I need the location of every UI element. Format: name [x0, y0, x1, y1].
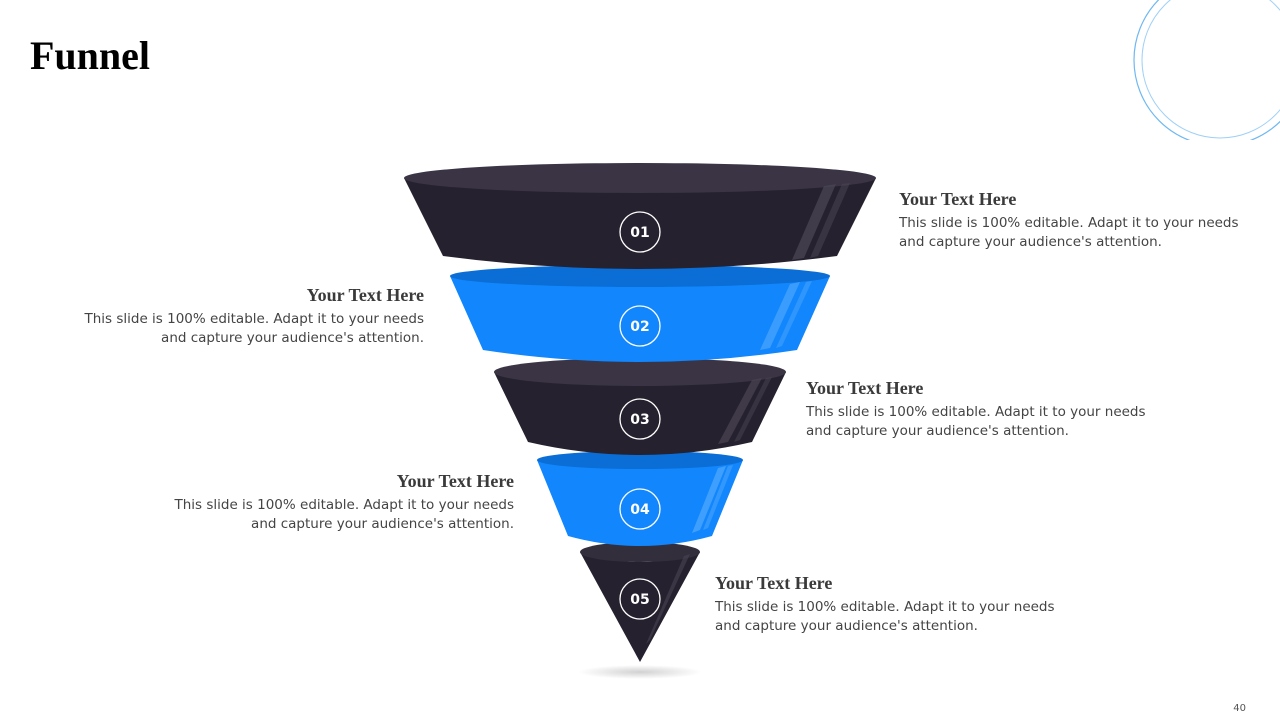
funnel-shadow: [578, 665, 702, 679]
stage-3-heading: Your Text Here: [806, 378, 924, 398]
slide-title: Funnel: [30, 33, 151, 78]
stage-4-number: 04: [630, 502, 650, 518]
stage-1-number: 01: [630, 225, 649, 241]
stage-1-badge: 01: [619, 211, 661, 253]
stage-4-heading: Your Text Here: [396, 471, 514, 491]
stage-4-body: This slide is 100% editable. Adapt it to…: [174, 497, 514, 532]
funnel-stage-3: [494, 358, 786, 455]
stage-5-badge: 05: [619, 578, 661, 620]
stage-4-badge: 04: [619, 488, 661, 530]
funnel-stage-1: [404, 163, 876, 269]
stage-5-number: 05: [630, 592, 649, 608]
stage-2-number: 02: [630, 319, 649, 335]
stage-1-heading: Your Text Here: [899, 189, 1017, 209]
stage-2-body: This slide is 100% editable. Adapt it to…: [84, 311, 424, 346]
stage-5-heading: Your Text Here: [715, 573, 833, 593]
stage-3-callout: Your Text Here This slide is 100% editab…: [806, 377, 1166, 441]
stage-3-number: 03: [630, 412, 649, 428]
funnel-stage-2: [450, 265, 830, 362]
stage-2-heading: Your Text Here: [306, 285, 424, 305]
stage-3-badge: 03: [619, 398, 661, 440]
stage-4-callout: Your Text Here This slide is 100% editab…: [154, 470, 514, 534]
stage-5-body: This slide is 100% editable. Adapt it to…: [715, 599, 1055, 634]
funnel-stage-4: [537, 451, 743, 546]
page-number: 40: [1233, 703, 1246, 714]
stage-2-badge: 02: [619, 305, 661, 347]
funnel-stage-5: [580, 542, 700, 662]
stage-5-callout: Your Text Here This slide is 100% editab…: [715, 572, 1075, 636]
decorative-ring-icon: [1133, 0, 1280, 140]
stage-1-callout: Your Text Here This slide is 100% editab…: [899, 188, 1259, 252]
stage-2-callout: Your Text Here This slide is 100% editab…: [64, 284, 424, 348]
stage-3-body: This slide is 100% editable. Adapt it to…: [806, 404, 1146, 439]
stage-1-body: This slide is 100% editable. Adapt it to…: [899, 215, 1239, 250]
